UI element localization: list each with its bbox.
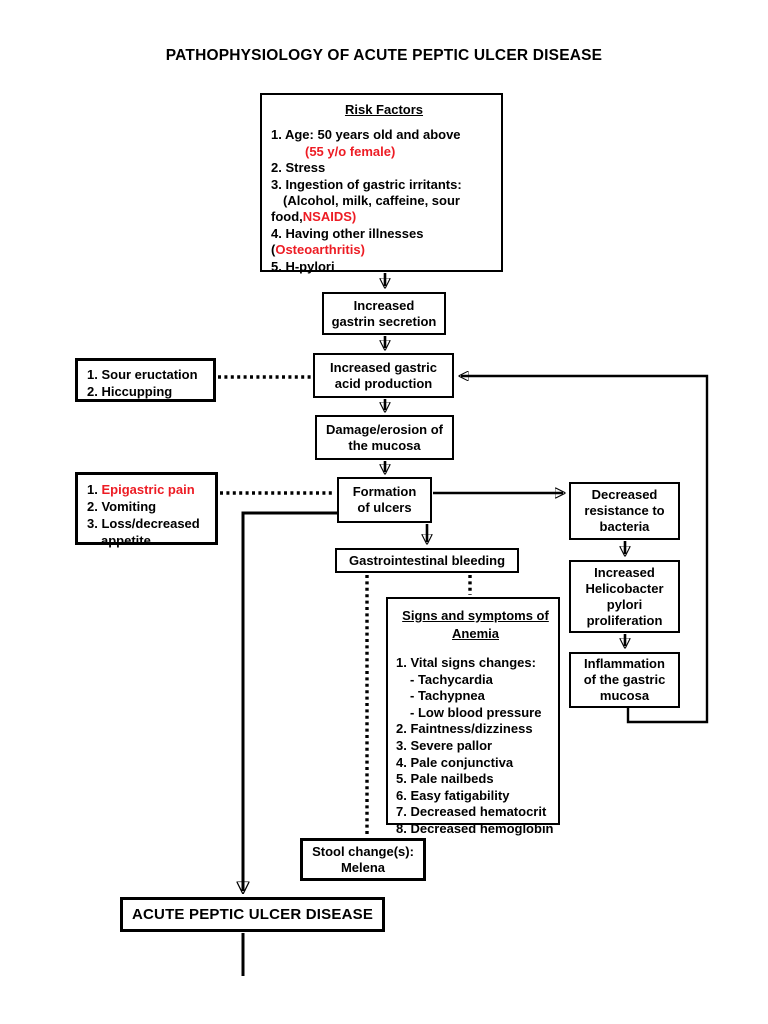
text-line: appetite: [87, 532, 211, 549]
text-line: (Alcohol, milk, caffeine, sour: [271, 193, 497, 209]
text-line: 5. Pale nailbeds: [396, 771, 555, 788]
text-segment: 2. Faintness/dizziness: [396, 721, 533, 737]
text-line: 1. Sour eructation: [87, 366, 209, 383]
text-line: 7. Decreased hematocrit: [396, 804, 555, 821]
text-segment: 4. Having other illnesses: [271, 225, 424, 241]
text-segment: 3. Ingestion of gastric irritants:: [271, 176, 462, 192]
text-segment: 1. Sour eructation: [87, 367, 198, 382]
text-segment: 8. Decreased hemoglobin: [396, 820, 554, 836]
text-segment: 3. Severe pallor: [396, 737, 493, 753]
text-line: 2. Vomiting: [87, 498, 211, 515]
text-segment: 3. Loss/decreased: [87, 516, 200, 531]
text-segment: 2. Vomiting: [87, 499, 157, 514]
text-segment: 5. Pale nailbeds: [396, 771, 494, 787]
sour-eructation-box: 1. Sour eructation 2. Hiccupping: [75, 358, 216, 402]
highlighted-text: Osteoarthritis): [275, 242, 365, 258]
text-line: 1. Age: 50 years old and above: [271, 127, 497, 143]
text-line: 4. Pale conjunctiva: [396, 755, 555, 772]
highlighted-text: NSAIDS): [302, 209, 357, 225]
stool-changes-box: Stool change(s): Melena: [300, 838, 426, 881]
text-line: - Tachycardia: [396, 672, 555, 689]
text-segment: (Alcohol, milk, caffeine, sour: [283, 193, 460, 209]
text-line: (Osteoarthritis): [271, 242, 497, 258]
increased-gastric-acid-box: Increased gastric acid production: [313, 353, 454, 398]
text-segment: 6. Easy fatigability: [396, 787, 510, 803]
text-line: - Tachypnea: [396, 688, 555, 705]
risk-factors-box: Risk Factors 1. Age: 50 years old and ab…: [260, 93, 503, 275]
sour-eructation-list: 1. Sour eructation 2. Hiccupping: [87, 366, 209, 400]
text-line: 2. Faintness/dizziness: [396, 721, 555, 738]
text-segment: 7. Decreased hematocrit: [396, 804, 547, 820]
text-segment: food,: [271, 209, 303, 225]
text-line: 6. Easy fatigability: [396, 788, 555, 805]
line-formation-to-apud: [243, 511, 338, 891]
text-line: (55 y/o female): [271, 144, 497, 160]
text-line: 1. Epigastric pain: [87, 481, 211, 498]
highlighted-text: (55 y/o female): [305, 143, 396, 159]
damage-erosion-box: Damage/erosion of the mucosa: [315, 415, 454, 460]
text-segment: 2. Hiccupping: [87, 384, 173, 399]
text-segment: - Tachypnea: [410, 688, 485, 704]
risk-factors-list: 1. Age: 50 years old and above(55 y/o fe…: [271, 127, 497, 275]
anemia-signs-symptoms-box: Signs and symptoms of Anemia 1. Vital si…: [386, 597, 560, 836]
text-segment: 2. Stress: [271, 160, 326, 176]
text-line: food,NSAIDS): [271, 209, 497, 225]
acute-peptic-ulcer-disease-box: ACUTE PEPTIC ULCER DISEASE: [120, 897, 385, 932]
anemia-heading: Signs and symptoms of Anemia: [402, 608, 549, 641]
highlighted-text: Epigastric pain: [101, 482, 195, 497]
text-line: 1. Vital signs changes:: [396, 655, 555, 672]
page-title: PATHOPHYSIOLOGY OF ACUTE PEPTIC ULCER DI…: [165, 47, 603, 64]
text-line: 3. Ingestion of gastric irritants:: [271, 177, 497, 193]
text-segment: 1. Age: 50 years old and above: [271, 127, 461, 143]
text-segment: 1. Vital signs changes:: [396, 655, 536, 670]
text-line: 3. Loss/decreased: [87, 515, 211, 532]
formation-of-ulcers-box: Formation of ulcers: [337, 477, 432, 523]
increased-gastrin-secretion-box: Increased gastrin secretion: [322, 292, 446, 335]
text-segment: (: [271, 242, 276, 258]
text-segment: 4. Pale conjunctiva: [396, 754, 514, 770]
text-segment: - Tachycardia: [410, 671, 493, 687]
gastrointestinal-bleeding-box: Gastrointestinal bleeding: [335, 548, 519, 573]
text-line: 4. Having other illnesses: [271, 226, 497, 242]
text-line: 8. Decreased hemoglobin: [396, 821, 555, 838]
anemia-list: 1. Vital signs changes:- Tachycardia- Ta…: [396, 655, 555, 838]
risk-factors-heading: Risk Factors: [344, 102, 424, 117]
text-line: 3. Severe pallor: [396, 738, 555, 755]
text-line: 2. Hiccupping: [87, 383, 209, 400]
text-segment: appetite: [101, 533, 151, 548]
text-line: - Low blood pressure: [396, 705, 555, 722]
text-segment: 1.: [87, 482, 102, 497]
inflammation-gastric-mucosa-box: Inflammation of the gastric mucosa: [569, 652, 680, 708]
text-segment: - Low blood pressure: [410, 704, 542, 720]
text-line: 2. Stress: [271, 160, 497, 176]
decreased-resistance-box: Decreased resistance to bacteria: [569, 482, 680, 540]
text-segment: 5. H-pylori: [271, 258, 335, 274]
text-line: 5. H-pylori: [271, 259, 497, 275]
h-pylori-proliferation-box: Increased Helicobacter pylori proliferat…: [569, 560, 680, 633]
